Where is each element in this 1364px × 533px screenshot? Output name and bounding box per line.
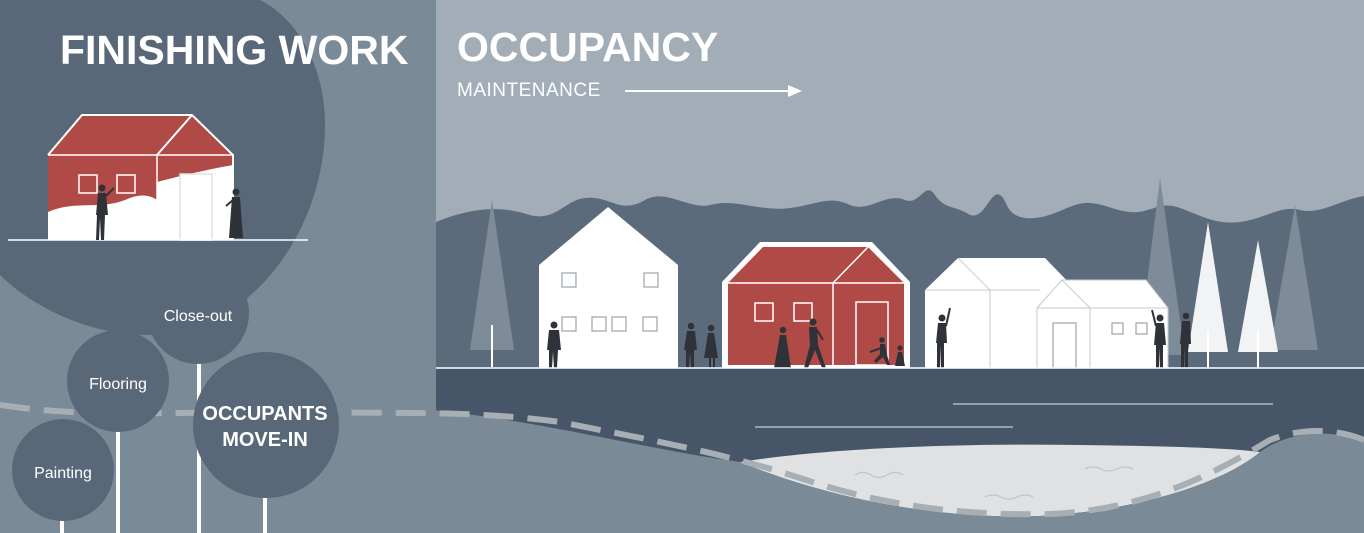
finishing-work-title: FINISHING WORK: [60, 27, 409, 73]
maintenance-label: MAINTENANCE: [457, 80, 601, 101]
milestone-label: Close-out: [164, 308, 233, 325]
tree-trunk: [1257, 330, 1259, 368]
milestone-bubble: [193, 352, 339, 498]
occupancy-title: OCCUPANCY: [457, 24, 718, 70]
tree-trunk: [491, 325, 493, 367]
milestone-label-line2: MOVE-IN: [222, 429, 308, 451]
finishing-house: [48, 115, 233, 240]
tree-trunk: [1207, 330, 1209, 368]
milestone-stem: [116, 425, 120, 533]
house-icon: [1037, 280, 1168, 368]
milestone-label: Painting: [34, 465, 92, 482]
milestone-label: Flooring: [89, 376, 147, 393]
milestone-label-line1: OCCUPANTS: [202, 403, 327, 425]
